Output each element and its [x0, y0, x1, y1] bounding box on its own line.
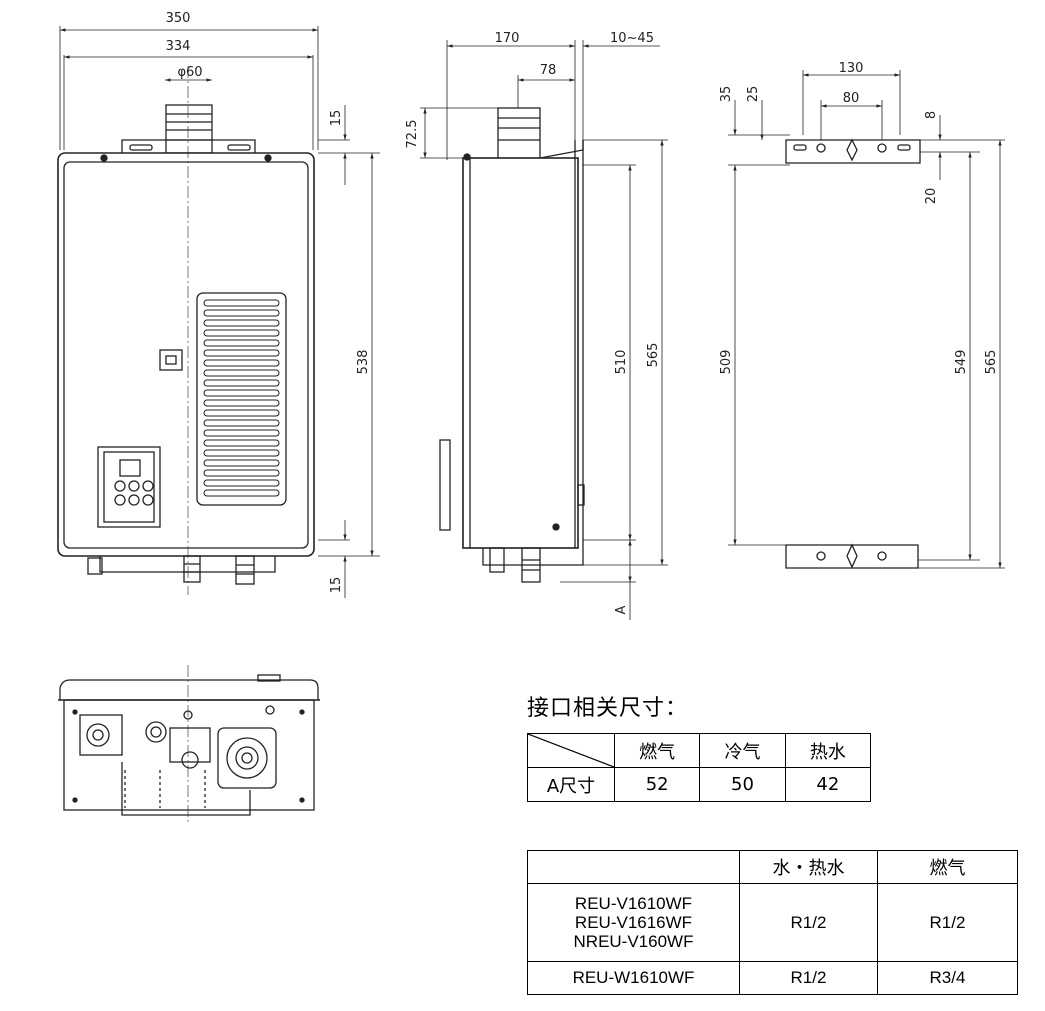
water-thread: R1/2	[739, 961, 878, 995]
vent-slat	[203, 469, 280, 477]
bracket-view	[728, 70, 1005, 569]
value-hot-water: 42	[784, 767, 872, 802]
dim-bracket-distance: 549	[954, 350, 969, 375]
model-name: REU-V1616WF	[574, 913, 693, 932]
vent-slat	[203, 399, 280, 407]
dim-wall-gap: 10~45	[610, 31, 654, 46]
header-model	[527, 850, 740, 884]
header-water-hot-water: 水・热水	[739, 850, 878, 884]
dim-inner-width: 334	[166, 39, 191, 54]
model-name: NREU-V160WF	[573, 932, 694, 951]
diagonal-line	[528, 734, 614, 767]
dim-flue-diameter: φ60	[177, 65, 202, 80]
dim-overall-width: 350	[166, 11, 191, 26]
bottom-view	[58, 665, 320, 825]
header-hot-water: 热水	[784, 733, 872, 768]
header-cold: 冷气	[699, 733, 786, 768]
vent-slat	[203, 409, 280, 417]
dim-top-offset: 15	[329, 110, 344, 127]
table-row: A尺寸 52 50 42	[527, 767, 872, 802]
dim-hole-spacing: 80	[843, 91, 860, 106]
header-gas: 燃气	[613, 733, 701, 768]
model-name: REU-V1610WF	[574, 894, 693, 913]
model-list: REU-V1610WF REU-V1616WF NREU-V160WF	[527, 883, 740, 962]
connection-size-table: 燃气 冷气 热水 A尺寸 52 50 42	[527, 733, 872, 802]
vent-slat	[203, 429, 280, 437]
water-thread: R1/2	[739, 883, 878, 962]
vent-slat	[203, 339, 280, 347]
vent-slat	[203, 489, 280, 497]
dim-bracket-width: 130	[839, 61, 864, 76]
side-view	[420, 40, 668, 620]
vent-slat	[203, 299, 280, 307]
front-view	[57, 26, 380, 598]
dim-bracket-top: 25	[746, 86, 761, 103]
dim-bracket-drop: 20	[924, 188, 939, 205]
dim-body-height: 538	[356, 350, 371, 375]
vent-slat	[203, 459, 280, 467]
vent-slat	[203, 449, 280, 457]
dim-bracket-overall-height: 565	[984, 350, 999, 375]
vent-slat	[203, 379, 280, 387]
table-row: REU-W1610WF R1/2 R3/4	[527, 961, 1018, 995]
dim-hole-distance: 509	[719, 350, 734, 375]
connection-dimensions-title: 接口相关尺寸：	[527, 696, 689, 721]
dim-flue-offset: 78	[540, 63, 557, 78]
diagonal-corner-cell	[527, 733, 615, 768]
vent-slat	[203, 329, 280, 337]
vent-slat	[203, 319, 280, 327]
dim-depth: 170	[495, 31, 520, 46]
dim-connection-a: A	[614, 605, 629, 614]
vent-slat	[203, 439, 280, 447]
vent-slat	[203, 349, 280, 357]
value-gas: 52	[613, 767, 701, 802]
vent-slat	[203, 309, 280, 317]
vent-slat	[203, 419, 280, 427]
gas-thread: R3/4	[877, 961, 1018, 995]
header-gas: 燃气	[877, 850, 1018, 884]
dim-top-margin: 35	[719, 86, 734, 103]
model-name: REU-W1610WF	[527, 961, 740, 995]
dim-inner-height: 510	[614, 350, 629, 375]
table-header-row: 水・热水 燃气	[527, 850, 1018, 884]
dim-bracket-thickness: 8	[924, 111, 939, 119]
gas-thread: R1/2	[877, 883, 1018, 962]
table-row: REU-V1610WF REU-V1616WF NREU-V160WF R1/2…	[527, 883, 1018, 962]
table-header-row: 燃气 冷气 热水	[527, 733, 872, 768]
vent-slat	[203, 369, 280, 377]
thread-size-table: 水・热水 燃气 REU-V1610WF REU-V1616WF NREU-V16…	[527, 850, 1018, 995]
dim-bottom-offset: 15	[329, 577, 344, 594]
vent-slat	[203, 359, 280, 367]
dim-flue-height: 72.5	[405, 120, 420, 149]
vent-slat	[203, 389, 280, 397]
row-label-a-size: A尺寸	[527, 767, 615, 802]
dim-side-overall-height: 565	[646, 343, 661, 368]
value-cold: 50	[699, 767, 786, 802]
vent-slat	[203, 479, 280, 487]
